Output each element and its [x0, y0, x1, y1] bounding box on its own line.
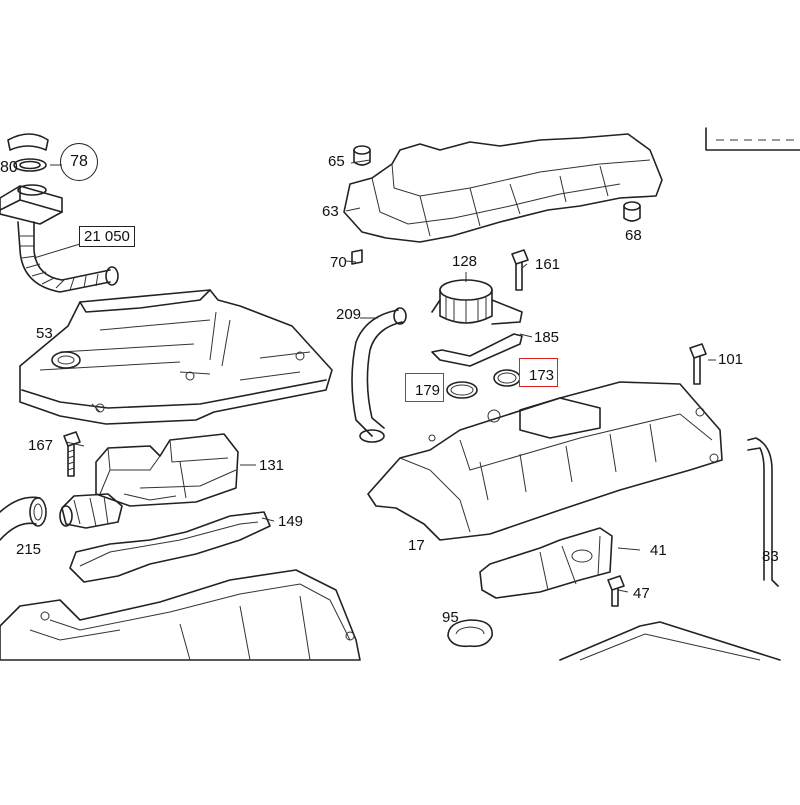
- cylinder-head-cover-53: [19, 289, 333, 425]
- callout-70: 70: [330, 254, 347, 271]
- callout-80: 80: [0, 159, 18, 176]
- hose-215: [0, 496, 47, 541]
- gasket-149: [69, 511, 271, 583]
- plug-70: [351, 249, 363, 265]
- callout-101: 101: [718, 351, 744, 368]
- callout-167: 167: [28, 437, 54, 454]
- callout-209: 209: [336, 306, 362, 323]
- callout-65: 65: [328, 153, 345, 170]
- lower-left-cover: [0, 569, 361, 661]
- callout-95: 95: [442, 609, 459, 626]
- callout-78: 78: [60, 143, 98, 181]
- plug-65: [353, 145, 371, 166]
- valve-128: [431, 279, 523, 325]
- cylinder-head-cover-17: [367, 381, 723, 541]
- hose-209: [351, 307, 407, 443]
- callout-215: 215: [16, 541, 42, 558]
- gasket-lower-right: [559, 621, 781, 661]
- oring-173: [493, 369, 521, 387]
- callout-131: 131: [259, 457, 285, 474]
- oil-filler-cap: [0, 133, 63, 225]
- callout-63: 63: [322, 203, 339, 220]
- breather-tube: [17, 221, 119, 293]
- callout-83: 83: [762, 548, 779, 565]
- callout-68: 68: [625, 227, 642, 244]
- callout-47: 47: [633, 585, 650, 602]
- callout-161: 161: [535, 256, 561, 273]
- callout-185: 185: [534, 329, 560, 346]
- plate-185: [431, 333, 523, 367]
- seal-95: [447, 619, 493, 648]
- callout-17: 17: [408, 537, 425, 554]
- bolt-161: [511, 249, 529, 291]
- corner-box-fragment: [705, 127, 800, 151]
- bolt-101: [689, 343, 707, 385]
- callout-179: 179: [405, 373, 445, 402]
- callout-53: 53: [36, 325, 53, 342]
- cover-63: [343, 133, 663, 243]
- bolt-47: [607, 575, 625, 607]
- oring-179: [446, 381, 478, 399]
- bracket-41: [479, 527, 613, 599]
- callout-128: 128: [452, 253, 478, 270]
- oil-separator-131: [59, 433, 239, 529]
- plug-68: [623, 201, 641, 222]
- leader-lines: [33, 159, 716, 593]
- callout-21050: 21 050: [79, 226, 135, 247]
- pipe-83: [747, 437, 779, 587]
- callout-149: 149: [278, 513, 304, 530]
- callout-173: 173: [519, 358, 559, 387]
- callout-41: 41: [650, 542, 667, 559]
- bolt-167: [63, 431, 81, 477]
